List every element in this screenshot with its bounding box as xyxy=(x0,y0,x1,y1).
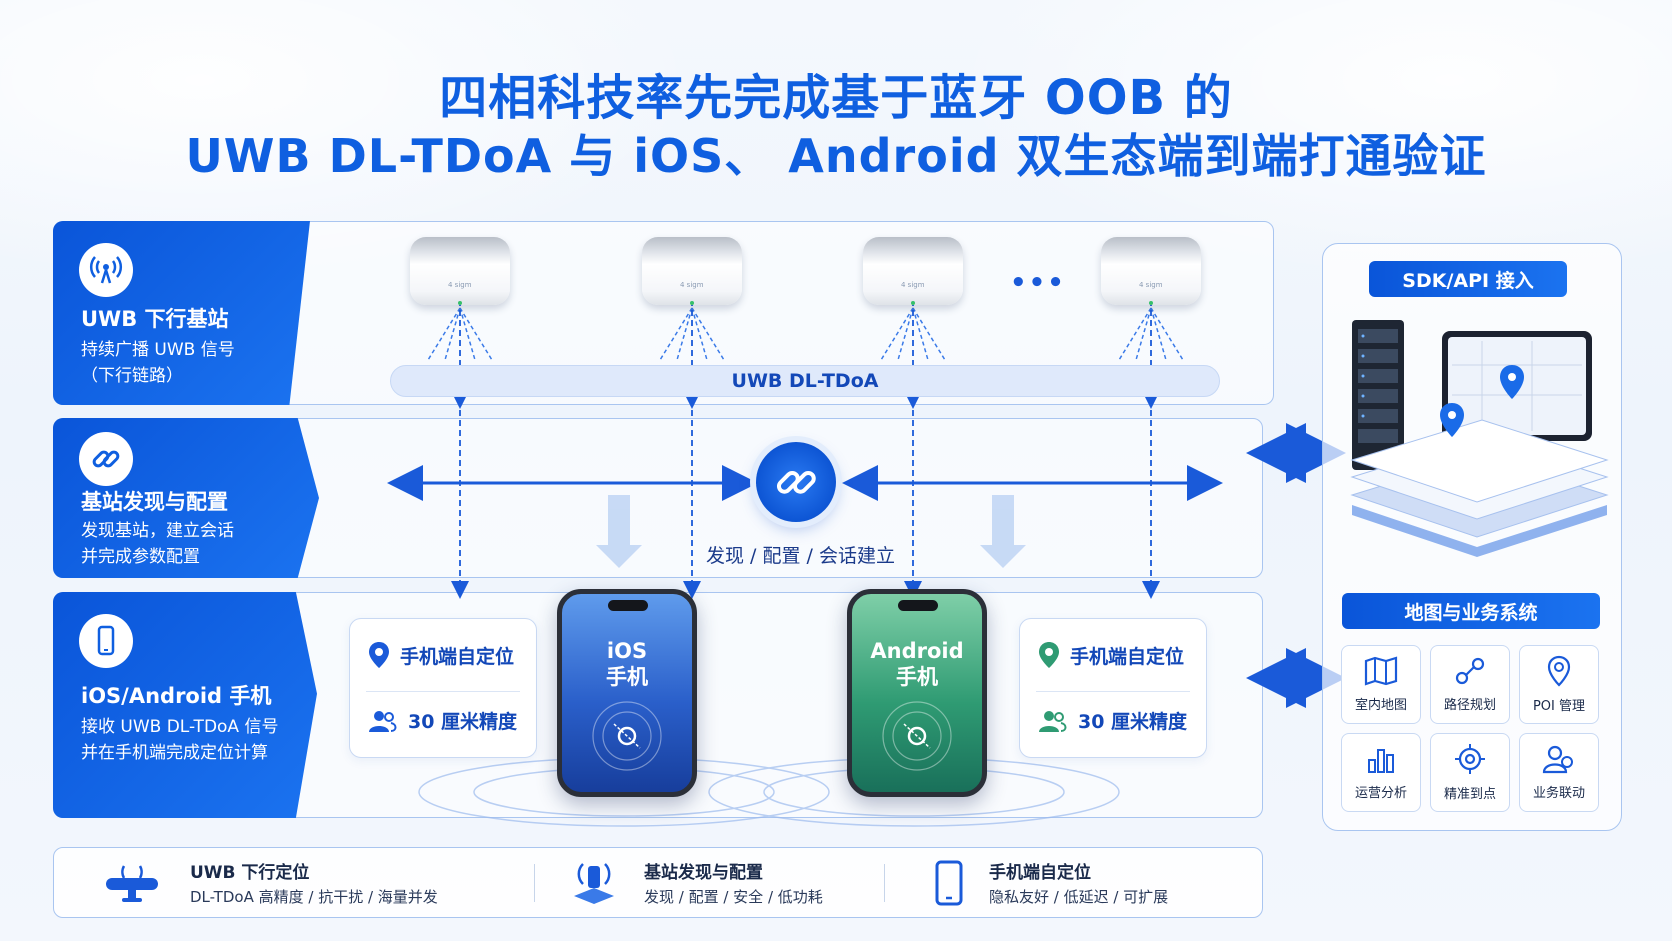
row-phone-desc2: 并在手机端完成定位计算 xyxy=(81,743,268,763)
users-icon xyxy=(1542,745,1573,774)
divider xyxy=(534,864,535,902)
antenna-icon xyxy=(79,243,133,297)
tile-indoor-map[interactable]: 室内地图 xyxy=(1341,645,1421,724)
map-system-header: 地图与业务系统 xyxy=(1342,593,1600,629)
tile-business-linkage[interactable]: 业务联动 xyxy=(1519,733,1599,812)
discovery-label: 发现 / 配置 / 会话建立 xyxy=(706,545,895,567)
row-discovery-label: 基站发现与配置 发现基站，建立会话 并完成参数配置 xyxy=(53,418,319,578)
route-icon xyxy=(1455,657,1485,685)
tile-label: 精准到点 xyxy=(1443,787,1496,802)
self-positioning-label: 手机端自定位 xyxy=(1070,645,1185,668)
feature-uwb-downlink: UWB 下行定位 DL-TDoA 高精度 / 抗干扰 / 海量并发 xyxy=(104,848,544,919)
users-icon xyxy=(369,710,397,732)
tile-label: 室内地图 xyxy=(1354,698,1407,713)
location-pin-icon xyxy=(1039,642,1059,668)
row-discovery-desc2: 并完成参数配置 xyxy=(81,547,200,567)
feature-desc: 隐私友好 / 低延迟 / 可扩展 xyxy=(989,888,1169,906)
ios-phone-os: iOS xyxy=(606,639,648,663)
target-icon xyxy=(592,701,662,771)
tile-operations-analysis[interactable]: 运营分析 xyxy=(1341,733,1421,812)
tile-label: 运营分析 xyxy=(1354,786,1407,801)
feature-desc: DL-TDoA 高精度 / 抗干扰 / 海量并发 xyxy=(190,888,438,906)
feature-title: 基站发现与配置 xyxy=(644,863,763,883)
base-station: 4 sigm xyxy=(410,237,510,305)
divider xyxy=(884,864,885,902)
base-station: 4 sigm xyxy=(1101,237,1201,305)
router-icon xyxy=(106,865,158,902)
row-uwb-desc1: 持续广播 UWB 信号 xyxy=(81,340,235,360)
feature-title: UWB 下行定位 xyxy=(190,863,310,883)
row-uwb-desc2: （下行链路） xyxy=(81,366,183,386)
android-phone-os: Android xyxy=(870,639,964,663)
tile-route-planning[interactable]: 路径规划 xyxy=(1430,645,1510,724)
smartphone-icon xyxy=(935,860,963,906)
row-phone-desc1: 接收 UWB DL-TDoA 信号 xyxy=(81,717,279,737)
feature-desc: 发现 / 配置 / 安全 / 低功耗 xyxy=(644,888,823,906)
features-bar: UWB 下行定位 DL-TDoA 高精度 / 抗干扰 / 海量并发 基站发现与配… xyxy=(53,847,1263,918)
row-phone-label: iOS/Android 手机 接收 UWB DL-TDoA 信号 并在手机端完成… xyxy=(53,592,317,818)
feature-self-positioning: 手机端自定位 隐私友好 / 低延迟 / 可扩展 xyxy=(934,848,1254,919)
beacon-icon xyxy=(574,863,614,904)
feature-discovery: 基站发现与配置 发现 / 配置 / 安全 / 低功耗 xyxy=(569,848,909,919)
users-icon xyxy=(1039,710,1067,732)
tile-label: 业务联动 xyxy=(1532,786,1585,801)
location-pin-icon xyxy=(369,642,389,668)
dl-tdoa-bar: UWB DL-TDoA xyxy=(390,365,1220,397)
row-phone-title: iOS/Android 手机 xyxy=(81,684,272,708)
base-station: 4 sigm xyxy=(863,237,963,305)
info-box-left: 手机端自定位 30 厘米精度 xyxy=(349,618,537,758)
accuracy-label: 30 厘米精度 xyxy=(408,711,518,733)
tile-poi-management[interactable]: POI 管理 xyxy=(1519,645,1599,724)
row-discovery-title: 基站发现与配置 xyxy=(81,490,228,514)
self-positioning-label: 手机端自定位 xyxy=(400,645,515,668)
indoor-map-icon xyxy=(1364,656,1398,686)
poi-icon xyxy=(1547,655,1571,687)
main-subtitle: UWB DL-TDoA 与 iOS、 Android 双生态端到端打通验证 xyxy=(185,129,1487,183)
row-discovery-desc1: 发现基站，建立会话 xyxy=(81,521,234,541)
target-icon xyxy=(882,701,952,771)
server-map-illustration xyxy=(1350,320,1609,557)
bar-chart-icon xyxy=(1368,749,1394,773)
ios-phone-label: 手机 xyxy=(606,665,648,689)
link-icon xyxy=(79,432,133,486)
feature-title: 手机端自定位 xyxy=(989,863,1091,883)
phone-icon xyxy=(79,614,133,668)
tile-label: POI 管理 xyxy=(1532,699,1586,714)
more-stations-ellipsis: ••• xyxy=(1010,268,1066,298)
main-title: 四相科技率先完成基于蓝牙 OOB 的 xyxy=(439,70,1233,126)
row-uwb-title: UWB 下行基站 xyxy=(81,307,229,331)
accuracy-label: 30 厘米精度 xyxy=(1078,711,1188,733)
base-station: 4 sigm xyxy=(642,237,742,305)
tile-precise-positioning[interactable]: 精准到点 xyxy=(1430,733,1510,812)
android-phone-label: 手机 xyxy=(896,665,938,689)
sdk-api-header: SDK/API 接入 xyxy=(1369,261,1567,297)
target-icon xyxy=(1455,744,1485,774)
tile-label: 路径规划 xyxy=(1443,698,1496,713)
info-box-right: 手机端自定位 30 厘米精度 xyxy=(1019,618,1207,758)
link-hub-icon xyxy=(756,442,836,522)
row-uwb-label: UWB 下行基站 持续广播 UWB 信号 （下行链路） xyxy=(53,221,310,405)
